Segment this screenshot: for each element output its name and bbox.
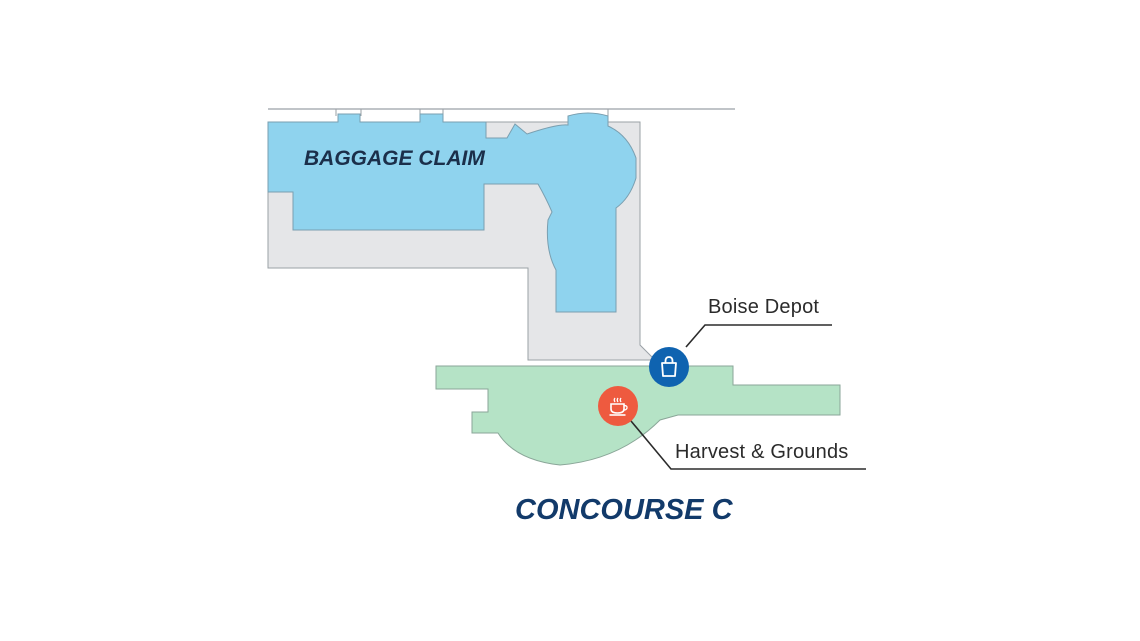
terminal-wall-notches	[335, 109, 609, 116]
boise-depot-marker[interactable]	[649, 347, 689, 387]
coffee-cup-icon	[609, 397, 628, 416]
concourse-c-area	[435, 365, 841, 466]
shopping-bag-icon	[661, 356, 677, 377]
harvest-grounds-leader-line	[630, 420, 866, 470]
harvest-grounds-label: Harvest & Grounds	[675, 441, 849, 463]
baggage-claim-area	[267, 112, 637, 313]
boise-depot-label: Boise Depot	[708, 296, 820, 318]
concourse-c-label: CONCOURSE C	[515, 494, 733, 526]
baggage-claim-label: BAGGAGE CLAIM	[304, 147, 485, 170]
boise-depot-leader-line	[685, 324, 832, 348]
harvest-grounds-marker[interactable]	[598, 386, 638, 426]
